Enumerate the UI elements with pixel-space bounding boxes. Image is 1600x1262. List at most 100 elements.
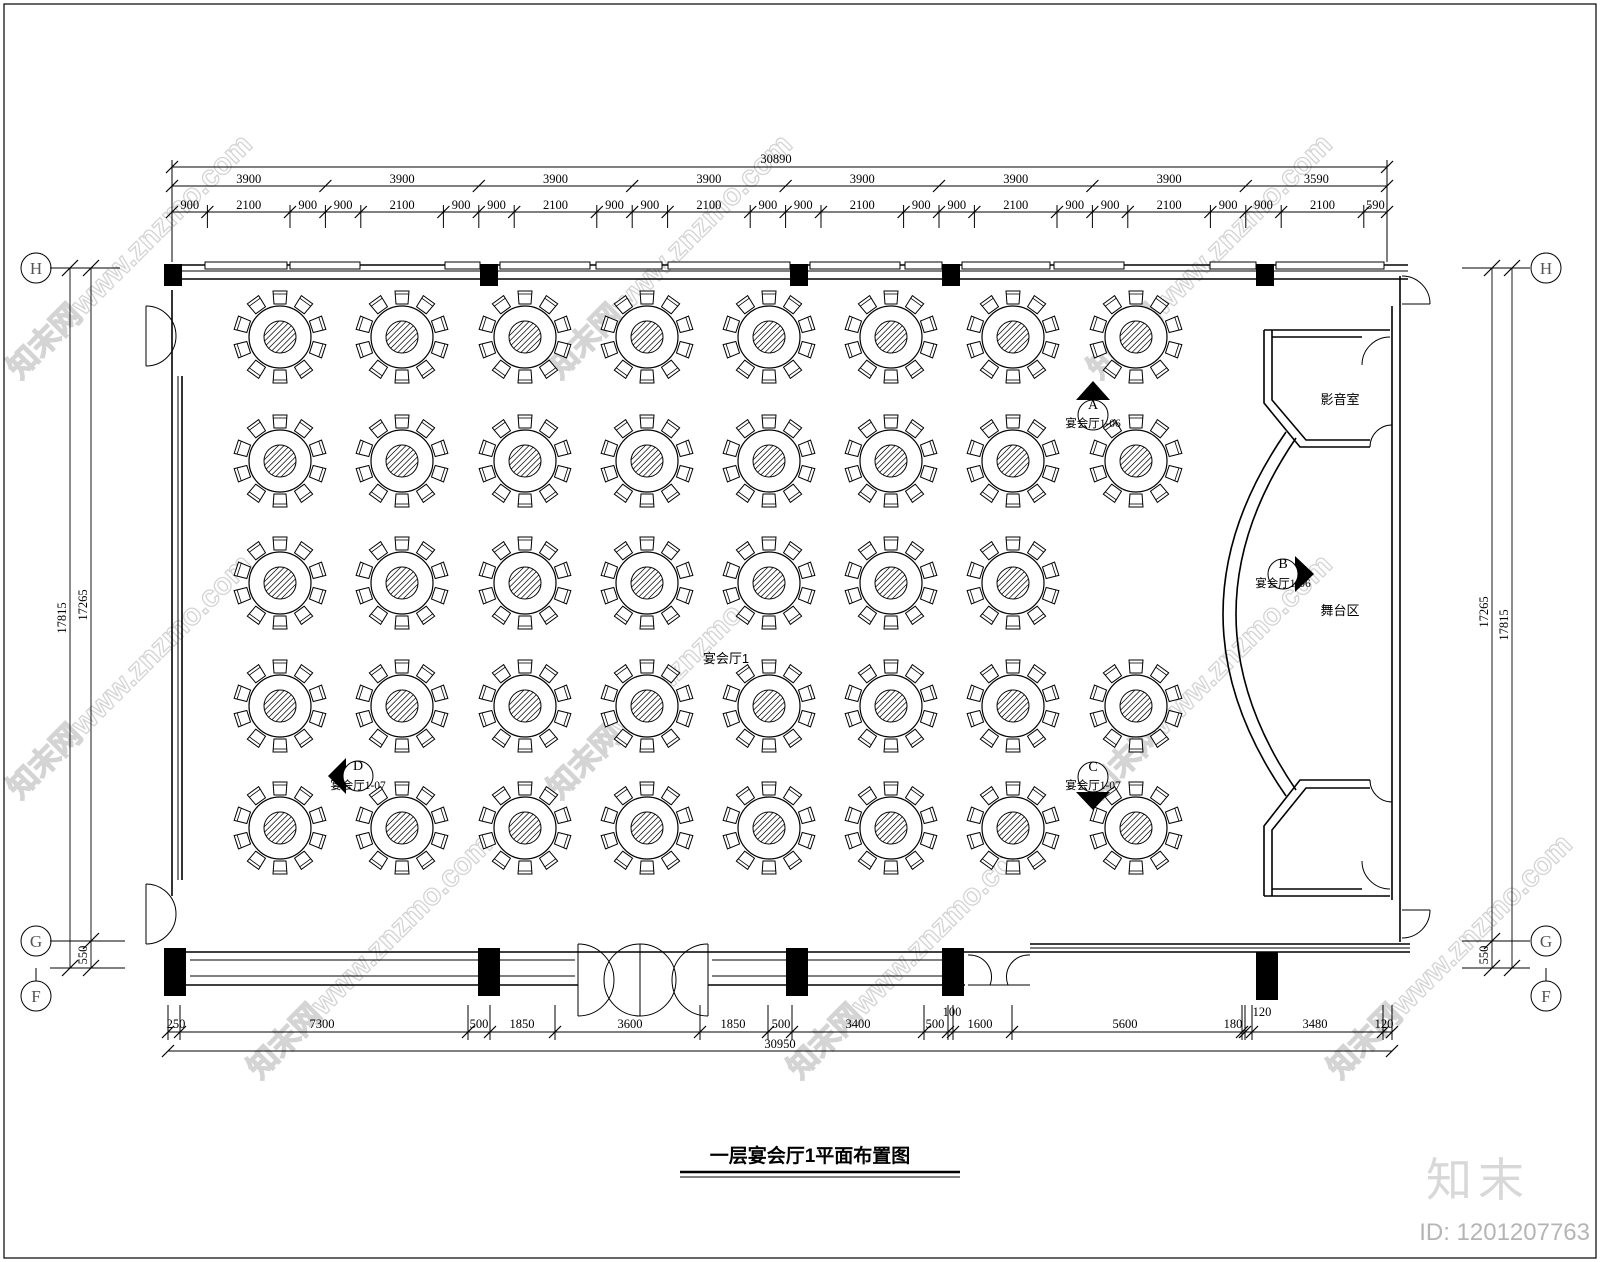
top-sub-dimension: 900 <box>298 198 317 212</box>
chair <box>979 663 1000 684</box>
grid-bubble-f-right: F <box>1541 987 1550 1006</box>
chair <box>782 850 803 871</box>
chair <box>613 785 634 806</box>
chair <box>1089 831 1108 850</box>
chair <box>1089 315 1108 334</box>
chair <box>1005 860 1021 875</box>
chair <box>600 806 619 825</box>
chair <box>722 709 741 728</box>
chair <box>1026 605 1047 626</box>
chair <box>538 785 559 806</box>
chair <box>1149 785 1170 806</box>
chair <box>1026 850 1047 871</box>
chair <box>538 663 559 684</box>
chair <box>1026 294 1047 315</box>
bottom-dimension: 3600 <box>618 1017 643 1031</box>
chair <box>246 418 267 439</box>
chair <box>966 806 985 825</box>
chair <box>782 483 803 504</box>
chair <box>979 483 1000 504</box>
chair <box>797 439 816 458</box>
chair <box>883 738 899 753</box>
chair <box>675 340 694 359</box>
bottom-dimension: 250 <box>167 1017 186 1031</box>
chair <box>600 315 619 334</box>
chair <box>782 294 803 315</box>
chair <box>979 418 1000 439</box>
chair <box>979 605 1000 626</box>
chair <box>553 439 572 458</box>
grid-bubble-g-right: G <box>1540 932 1552 951</box>
watermark-text: 知末网www.znzmo.com <box>1322 828 1579 1085</box>
chair <box>639 536 655 551</box>
top-sub-dimension: 2100 <box>696 198 721 212</box>
bottom-dimension: 1850 <box>510 1017 535 1031</box>
banquet-table <box>966 290 1060 384</box>
chair <box>919 586 938 605</box>
chair <box>553 684 572 703</box>
chair <box>722 806 741 825</box>
chair <box>355 340 374 359</box>
chair <box>355 586 374 605</box>
top-sub-dimension: 2100 <box>390 198 415 212</box>
banquet-table <box>1089 781 1183 875</box>
chair <box>904 663 925 684</box>
top-bay-dimension: 3900 <box>696 172 721 186</box>
chair <box>233 439 252 458</box>
chair <box>761 414 777 429</box>
chair <box>394 781 410 796</box>
banquet-table <box>478 659 572 753</box>
chair <box>355 561 374 580</box>
banquet-table <box>966 659 1060 753</box>
chair <box>478 439 497 458</box>
chair <box>394 290 410 305</box>
banquet-table <box>722 781 816 875</box>
chair <box>797 315 816 334</box>
chair <box>797 709 816 728</box>
chair <box>368 850 389 871</box>
chair <box>782 728 803 749</box>
chair <box>415 294 436 315</box>
chair <box>553 315 572 334</box>
chair <box>675 586 694 605</box>
chair <box>979 294 1000 315</box>
chair <box>904 418 925 439</box>
chair <box>1164 315 1183 334</box>
watermark-text: 知末网www.znzmo.com <box>2 548 259 805</box>
image-id-label: ID: 1201207763 <box>1419 1219 1590 1246</box>
right-dimension-chain: 17265 17815 550 <box>1462 259 1530 977</box>
chair <box>430 586 449 605</box>
chair <box>308 439 327 458</box>
banquet-table <box>233 414 327 508</box>
chair <box>553 806 572 825</box>
chair <box>797 586 816 605</box>
chair <box>782 785 803 806</box>
chair <box>415 540 436 561</box>
chair <box>1164 806 1183 825</box>
chair <box>761 781 777 796</box>
chair <box>613 728 634 749</box>
chair <box>600 561 619 580</box>
chair <box>883 493 899 508</box>
section-marker-d-ref: 宴会厅1-07 <box>330 778 386 792</box>
chair <box>246 605 267 626</box>
chair <box>844 315 863 334</box>
banquet-table <box>233 290 327 384</box>
chair <box>883 414 899 429</box>
banquet-table <box>355 659 449 753</box>
banquet-table <box>600 781 694 875</box>
banquet-table <box>600 536 694 630</box>
chair <box>761 738 777 753</box>
bottom-dimension: 3480 <box>1303 1017 1328 1031</box>
section-marker-c-letter: C <box>1088 760 1097 775</box>
chair <box>979 540 1000 561</box>
banquet-table <box>355 781 449 875</box>
chair <box>1041 806 1060 825</box>
chair <box>1026 418 1047 439</box>
chair <box>430 561 449 580</box>
banquet-table <box>355 414 449 508</box>
banquet-table <box>966 414 1060 508</box>
chair <box>1005 290 1021 305</box>
chair <box>966 315 985 334</box>
